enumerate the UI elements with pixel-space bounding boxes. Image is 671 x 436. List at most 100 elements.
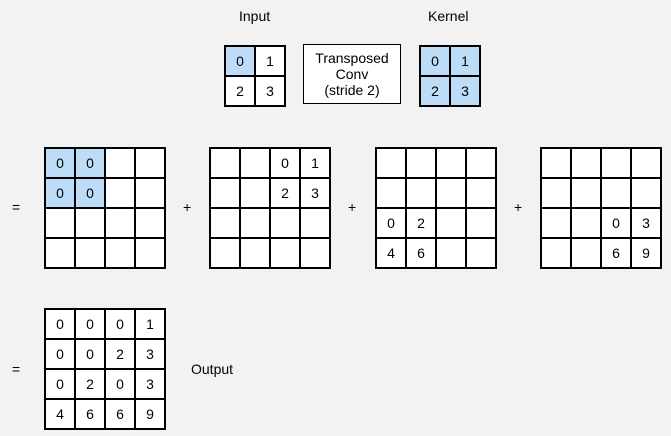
- partial-cell: [106, 209, 134, 237]
- input-cell: 3: [256, 77, 284, 105]
- plus-sign-2: +: [348, 199, 357, 215]
- input-cell: 0: [226, 47, 254, 75]
- output-cell: 1: [136, 310, 164, 338]
- partial-cell: [211, 149, 239, 177]
- kernel-cell: 1: [451, 47, 479, 75]
- partial-cell: [76, 239, 104, 267]
- partial-cell: [437, 179, 465, 207]
- plus-sign-3: +: [514, 199, 523, 215]
- output-cell: 3: [136, 340, 164, 368]
- partial-cell: 4: [377, 239, 405, 267]
- input-cell: 2: [226, 77, 254, 105]
- partial-cell: [106, 179, 134, 207]
- partial-cell: [241, 179, 269, 207]
- partial-cell: [542, 149, 570, 177]
- partial-cell: 0: [76, 149, 104, 177]
- partial-cell: [271, 209, 299, 237]
- output-cell: 0: [106, 370, 134, 398]
- input-label: Input: [239, 8, 271, 24]
- partial-cell: [572, 239, 600, 267]
- partial-cell: [211, 179, 239, 207]
- partial-cell: 2: [271, 179, 299, 207]
- partial-cell: [271, 239, 299, 267]
- partial-cell: [407, 149, 435, 177]
- partial-cell: 3: [301, 179, 329, 207]
- partial-cell: [211, 209, 239, 237]
- partial-cell: [572, 149, 600, 177]
- partial-cell: [572, 179, 600, 207]
- partial-cell: [241, 239, 269, 267]
- partial-cell: [136, 149, 164, 177]
- partial-cell: [437, 149, 465, 177]
- output-cell: 0: [46, 310, 74, 338]
- kernel-cell: 2: [421, 77, 449, 105]
- output-cell: 0: [106, 310, 134, 338]
- output-cell: 0: [76, 310, 104, 338]
- output-cell: 6: [106, 400, 134, 428]
- output-cell: 2: [106, 340, 134, 368]
- partial-cell: 6: [602, 239, 630, 267]
- output-cell: 2: [76, 370, 104, 398]
- transposed-conv-box: Transposed Conv (stride 2): [303, 44, 401, 104]
- output-label: Output: [191, 361, 234, 377]
- kernel-cell: 3: [451, 77, 479, 105]
- partial-cell: [76, 209, 104, 237]
- partial-cell: [241, 149, 269, 177]
- equals-sign-2: =: [12, 361, 21, 377]
- kernel-label: Kernel: [428, 8, 469, 24]
- partial-cell: [211, 239, 239, 267]
- partial-cell: 0: [46, 149, 74, 177]
- partial-cell: [467, 149, 495, 177]
- partial-cell: [377, 149, 405, 177]
- partial-cell: [46, 209, 74, 237]
- partial-cell: [602, 149, 630, 177]
- output-cell: 3: [136, 370, 164, 398]
- partial-cell: [542, 209, 570, 237]
- partial-cell: [136, 209, 164, 237]
- output-cell: 0: [76, 340, 104, 368]
- partial-cell: 9: [632, 239, 660, 267]
- partial-cell: [542, 239, 570, 267]
- output-cell: 6: [76, 400, 104, 428]
- partial-cell: 0: [602, 209, 630, 237]
- partial-cell: 0: [46, 179, 74, 207]
- partial-cell: [136, 239, 164, 267]
- output-cell: 9: [136, 400, 164, 428]
- partial-cell: 2: [407, 209, 435, 237]
- partial-cell: 0: [76, 179, 104, 207]
- op-line-3: (stride 2): [324, 82, 380, 98]
- partial-cell: [377, 179, 405, 207]
- partial-cell: [407, 179, 435, 207]
- partial-cell: [301, 209, 329, 237]
- partial-cell: [632, 179, 660, 207]
- output-cell: 0: [46, 340, 74, 368]
- partial-cell: [542, 179, 570, 207]
- partial-cell: 0: [271, 149, 299, 177]
- partial-cell: 3: [632, 209, 660, 237]
- partial-cell: [106, 149, 134, 177]
- input-cell: 1: [256, 47, 284, 75]
- partial-cell: [301, 239, 329, 267]
- partial-cell: [136, 179, 164, 207]
- partial-cell: [467, 239, 495, 267]
- output-cell: 4: [46, 400, 74, 428]
- op-line-2: Conv: [335, 66, 369, 82]
- partial-cell: 0: [377, 209, 405, 237]
- partial-cell: [46, 239, 74, 267]
- partial-cell: [467, 179, 495, 207]
- partial-cell: [437, 239, 465, 267]
- equals-sign-1: =: [12, 199, 21, 215]
- op-line-1: Transposed: [315, 50, 389, 66]
- kernel-cell: 0: [421, 47, 449, 75]
- partial-cell: [632, 149, 660, 177]
- plus-sign-1: +: [183, 199, 192, 215]
- output-cell: 0: [46, 370, 74, 398]
- partial-cell: [602, 179, 630, 207]
